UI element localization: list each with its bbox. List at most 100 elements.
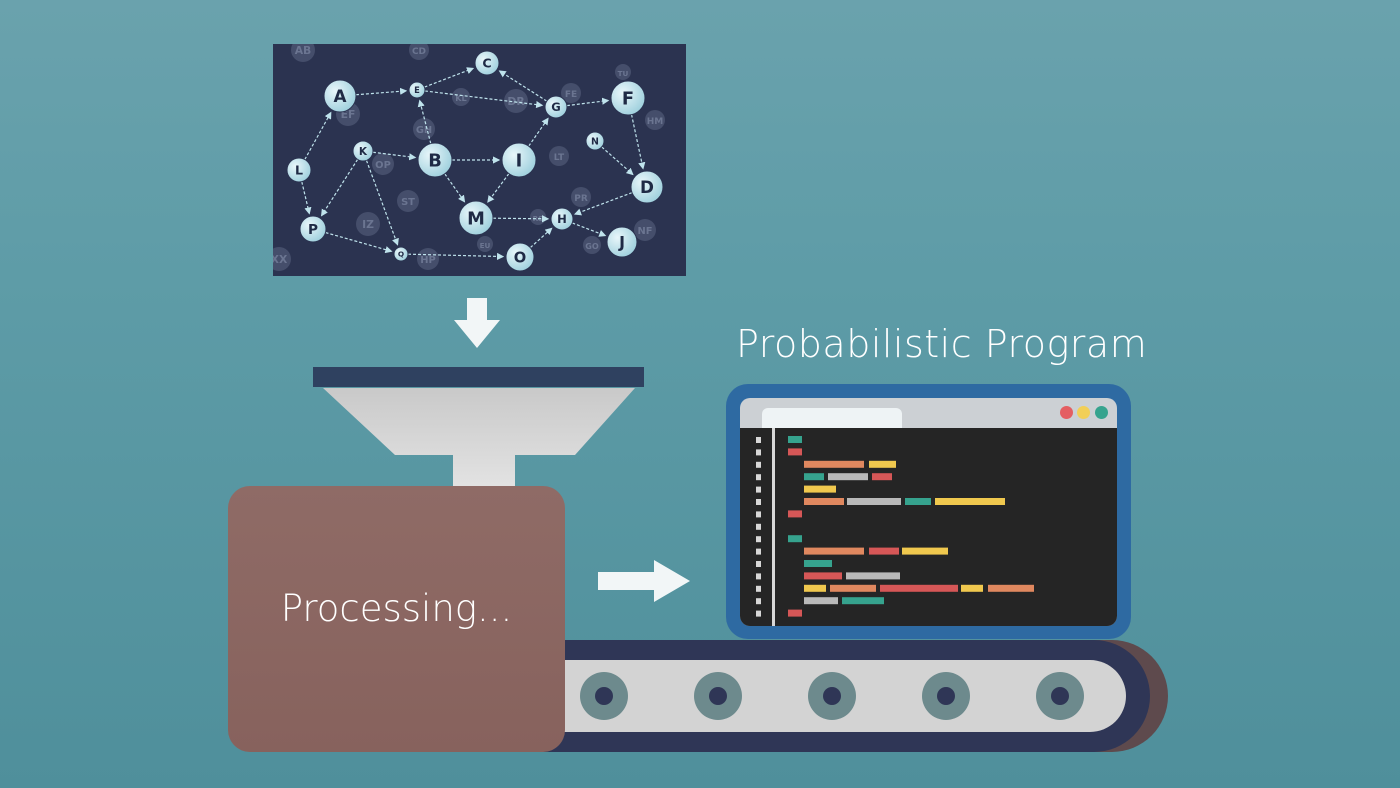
- faint-graph-node: HP: [417, 248, 439, 270]
- graph-edge: [301, 181, 312, 215]
- conveyor-roller: [580, 672, 628, 720]
- code-token: [902, 547, 948, 555]
- code-token: [804, 560, 832, 567]
- code-token: [788, 448, 802, 456]
- faint-graph-node: DR: [504, 89, 528, 113]
- svg-text:KL: KL: [455, 93, 466, 103]
- graph-node: J: [606, 226, 638, 258]
- line-number-marker: [756, 486, 761, 493]
- line-number-marker: [756, 598, 761, 605]
- window-tab: [762, 408, 902, 428]
- graph-node: O: [505, 242, 535, 272]
- line-number-marker: [756, 573, 761, 580]
- graph-node: E: [408, 81, 426, 99]
- code-window: [740, 398, 1117, 626]
- code-token: [869, 547, 899, 555]
- faint-graph-node: KL: [452, 88, 470, 106]
- line-number-marker: [756, 536, 761, 543]
- graph-edge: [573, 192, 633, 216]
- svg-text:H: H: [557, 212, 567, 226]
- line-number-marker: [756, 561, 761, 567]
- close-dot-icon: [1060, 406, 1073, 419]
- faint-graph-node: XX: [273, 247, 291, 271]
- svg-text:Q: Q: [398, 250, 404, 259]
- funnel: [313, 367, 645, 493]
- code-lines-svg: [756, 428, 1034, 626]
- graph-edge: [572, 222, 607, 237]
- svg-text:A: A: [334, 86, 347, 106]
- code-token: [828, 473, 868, 481]
- line-number-marker: [756, 499, 761, 505]
- faint-graph-node: EU: [477, 236, 493, 252]
- svg-text:J: J: [618, 233, 625, 252]
- graph-node: L: [286, 157, 312, 183]
- faint-graph-node: OP: [372, 153, 394, 175]
- svg-text:C: C: [482, 56, 491, 71]
- faint-graph-node: CD: [409, 44, 429, 60]
- graph-node: I: [501, 142, 537, 178]
- faint-graph-node: GH: [413, 118, 435, 140]
- code-token: [804, 460, 864, 468]
- svg-text:I: I: [516, 150, 523, 171]
- code-token: [804, 572, 842, 580]
- svg-text:DR: DR: [507, 95, 525, 108]
- graph-edge: [630, 114, 646, 170]
- graph-edge: [498, 70, 548, 102]
- code-token: [804, 547, 864, 555]
- line-number-marker: [756, 437, 761, 443]
- graph-node: K: [352, 140, 374, 162]
- line-number-marker: [756, 523, 761, 530]
- code-token: [872, 473, 892, 481]
- line-number-marker: [756, 585, 761, 592]
- svg-text:B: B: [428, 150, 442, 171]
- faint-graph-node: RS: [530, 209, 546, 225]
- line-number-marker: [756, 511, 761, 518]
- graph-edge: [320, 159, 359, 217]
- graph-edge: [487, 173, 510, 203]
- code-token: [788, 436, 802, 443]
- svg-text:LT: LT: [554, 153, 565, 163]
- graph-node: F: [610, 80, 646, 116]
- faint-graph-node: FE: [561, 83, 581, 103]
- code-token: [961, 584, 983, 592]
- program-title: Probabilistic Program: [736, 322, 1148, 366]
- faint-graph-node: GO: [583, 236, 601, 254]
- faint-graph-node: ST: [397, 190, 419, 212]
- faint-graph-node: NF: [634, 219, 656, 241]
- graph-node: G: [544, 95, 568, 119]
- svg-text:EU: EU: [480, 241, 491, 250]
- graph-edge: [529, 227, 553, 249]
- arrow-down-icon: [452, 296, 502, 354]
- code-token: [830, 584, 876, 592]
- graph-edge: [325, 231, 393, 254]
- svg-text:IZ: IZ: [362, 218, 374, 231]
- graph-node: H: [550, 207, 574, 231]
- code-token: [935, 498, 1005, 505]
- faint-graph-node: TU: [615, 64, 631, 80]
- svg-text:G: G: [551, 100, 560, 114]
- faint-graph-node: LT: [549, 146, 569, 166]
- code-token: [788, 510, 802, 518]
- code-token: [804, 498, 844, 505]
- code-token: [804, 473, 824, 481]
- svg-text:D: D: [640, 177, 654, 197]
- graph-edge: [407, 252, 505, 261]
- code-token: [804, 597, 838, 605]
- svg-text:P: P: [308, 222, 318, 238]
- code-token: [869, 460, 896, 468]
- graph-edge: [566, 97, 610, 107]
- svg-text:XX: XX: [273, 253, 288, 266]
- code-token: [804, 584, 826, 592]
- svg-text:E: E: [414, 85, 420, 95]
- faint-graph-node: PR: [571, 187, 591, 207]
- code-token: [846, 572, 900, 580]
- svg-text:OP: OP: [375, 160, 391, 171]
- conveyor-roller: [808, 672, 856, 720]
- faint-graph-node: AB: [291, 44, 315, 62]
- code-token: [804, 485, 836, 493]
- svg-text:GO: GO: [585, 241, 599, 251]
- graph-node: M: [458, 200, 494, 236]
- svg-text:AB: AB: [295, 44, 312, 57]
- svg-text:K: K: [359, 146, 368, 158]
- graph-edge: [304, 111, 332, 160]
